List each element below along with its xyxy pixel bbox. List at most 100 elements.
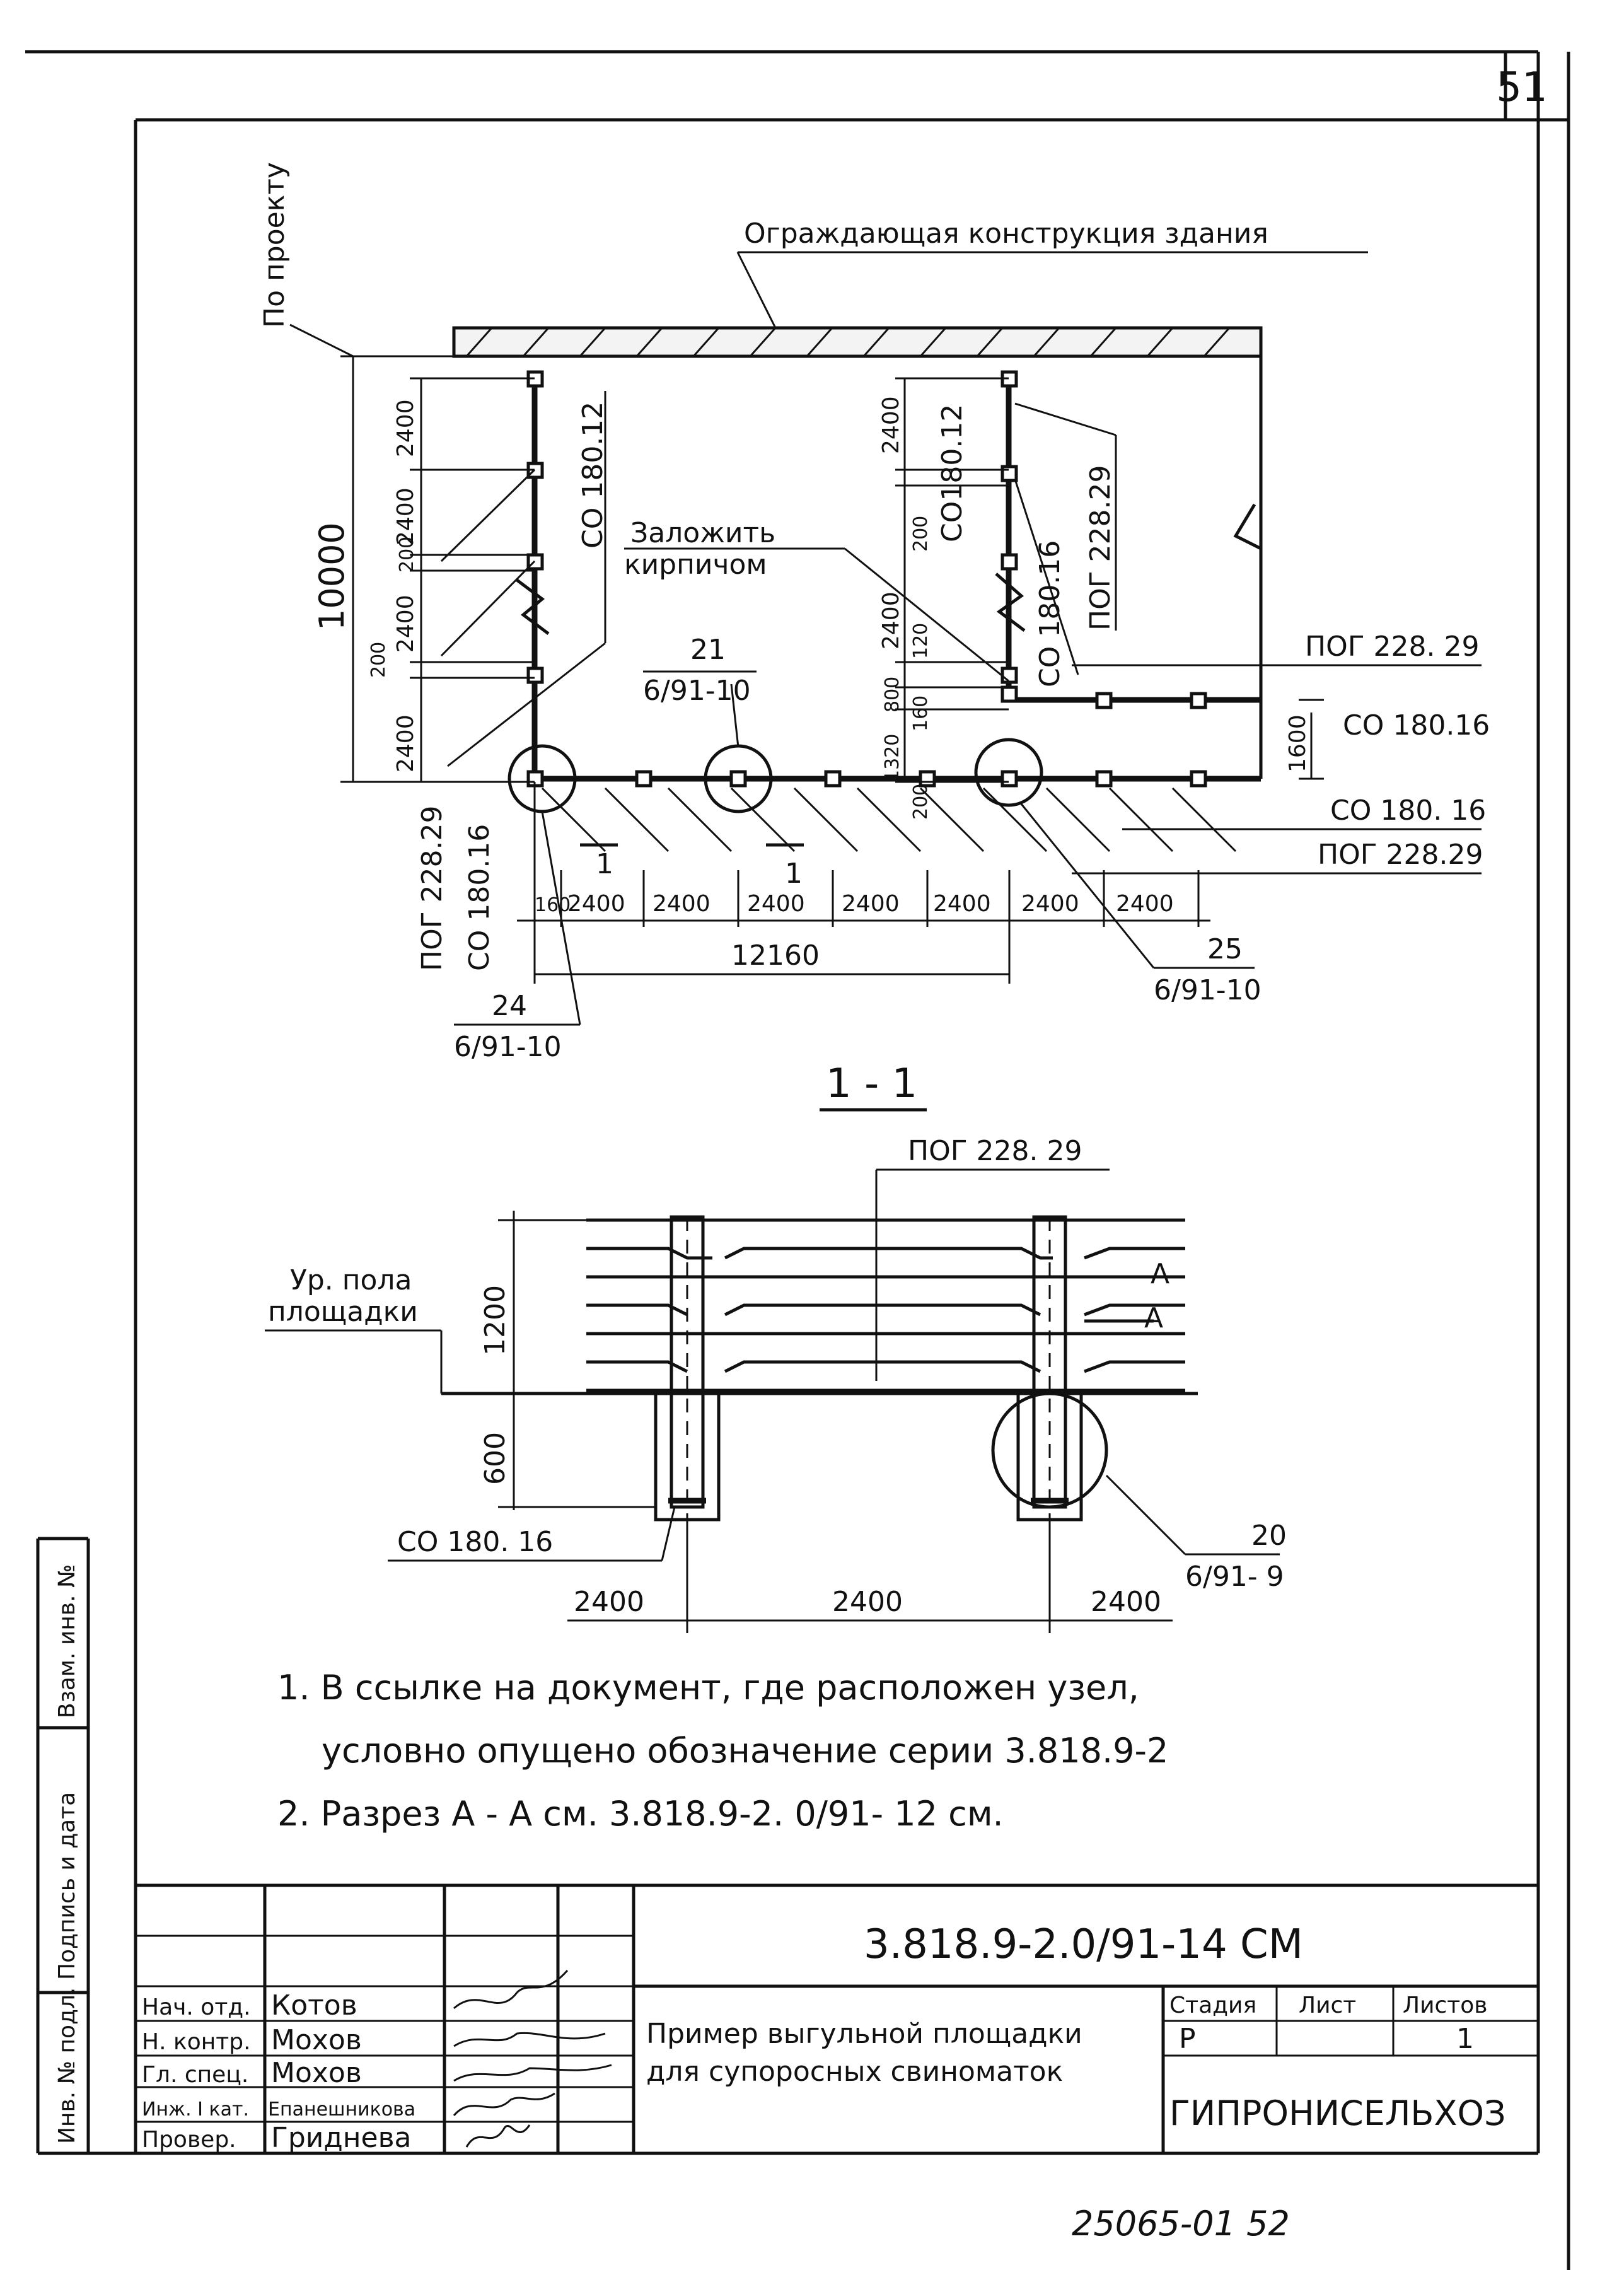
- name-norm-control: Мохов: [271, 2024, 362, 2056]
- by-project-label: По проекту: [258, 162, 291, 328]
- node-24-sheet: 6/91-10: [454, 1031, 562, 1063]
- node-21-number: 21: [690, 634, 726, 666]
- cut-mark-right: 1: [785, 858, 803, 890]
- left-dim: 2400: [393, 714, 419, 772]
- stamp-replaces-inv: Взам. инв. №: [54, 1564, 80, 1718]
- left-dim: 2400: [393, 595, 419, 653]
- right-dim: 2400: [878, 396, 904, 454]
- role-chief-spec: Гл. спец.: [142, 2062, 248, 2088]
- section-1-1: 1 - 1 ПОГ 228. 29: [265, 1061, 1287, 1633]
- label-pog22829-r2: ПОГ 228.29: [1318, 839, 1483, 871]
- title-block: 3.818.9-2.0/91-14 СМ Нач. отд. Н. контр.…: [136, 1883, 1538, 2154]
- enclosure-label: Ограждающая конструкция здания: [744, 218, 1268, 250]
- overall-height: 10000: [312, 522, 352, 631]
- sheets-header: Листов: [1403, 1993, 1487, 2018]
- plan-view: Ограждающая конструкция здания По проект…: [258, 162, 1490, 1063]
- fence-rails: [586, 1218, 1185, 1392]
- section-co-label: СО 180. 16: [397, 1526, 553, 1558]
- cut-aa-upper: А: [1151, 1258, 1169, 1290]
- stage-value: Р: [1179, 2023, 1196, 2055]
- bottom-dim: 2400: [567, 891, 625, 917]
- section-height-600: 600: [479, 1432, 511, 1485]
- role-engineer: Инж. I кат.: [142, 2098, 249, 2121]
- stage-header: Стадия: [1169, 1993, 1256, 2018]
- section-pog-label: ПОГ 228. 29: [908, 1135, 1082, 1167]
- right-dim: 160: [910, 695, 932, 731]
- node-21-sheet: 6/91-10: [643, 675, 751, 707]
- drawing-title-1: Пример выгульной площадки: [646, 2018, 1082, 2050]
- node-20-number: 20: [1251, 1520, 1287, 1552]
- document-code: 3.818.9-2.0/91-14 СМ: [864, 1921, 1303, 1968]
- bottom-dim: 2400: [1116, 891, 1174, 917]
- left-dim: 200: [368, 642, 390, 678]
- stamp-inv-original: Инв. № подл.: [54, 1987, 80, 2144]
- section-bottom-dim: 2400: [1091, 1586, 1161, 1618]
- post-nodes: [526, 370, 1207, 788]
- left-dim: 200: [396, 537, 418, 573]
- node-25-number: 25: [1207, 933, 1243, 965]
- section-bottom-dim: 2400: [832, 1586, 903, 1618]
- label-pog22829-r1: ПОГ 228. 29: [1305, 631, 1479, 663]
- sheet-frame: [25, 50, 1570, 2270]
- section-bottom-dim: 2400: [574, 1586, 644, 1618]
- name-chief-spec: Мохов: [271, 2057, 362, 2089]
- name-engineer: Епанешникова: [268, 2098, 415, 2121]
- sheets-value: 1: [1456, 2023, 1474, 2055]
- label-co18012-left: СО 180.12: [577, 402, 609, 549]
- right-dim: 800: [881, 677, 903, 713]
- ground-hatching: [541, 787, 1237, 853]
- label-pog22829-lv: ПОГ 228.29: [416, 806, 448, 972]
- role-head-dept: Нач. отд.: [142, 1994, 251, 2020]
- total-bottom-dim: 12160: [731, 940, 820, 972]
- signatures: [453, 1970, 612, 2148]
- stamp-signature-date: Подпись и дата: [54, 1792, 80, 1980]
- label-co18016-mid: СО 180.16: [1034, 540, 1066, 687]
- note-1-cont: условно опущено обозначение серии 3.818.…: [322, 1731, 1168, 1771]
- bottom-dim: 2400: [652, 891, 710, 917]
- name-head-dept: Котов: [271, 1989, 357, 2022]
- bottom-dim: 160: [535, 894, 571, 916]
- section-title: 1 - 1: [826, 1061, 917, 1107]
- note-1: 1. В ссылке на документ, где расположен …: [277, 1668, 1139, 1708]
- role-checked: Провер.: [142, 2127, 236, 2153]
- right-dim: 200: [910, 784, 932, 820]
- name-checked: Гриднева: [271, 2122, 412, 2154]
- node-24-number: 24: [492, 990, 527, 1022]
- node-25-sheet: 6/91-10: [1154, 974, 1262, 1006]
- left-dim: 2400: [393, 399, 419, 457]
- side-stamp: Инв. № подл. Подпись и дата Взам. инв. №: [36, 1537, 88, 2155]
- label-co18016-r2: СО 180. 16: [1330, 794, 1486, 827]
- cut-aa-lower: А: [1144, 1302, 1163, 1334]
- organization-name: ГИПРОНИСЕЛЬХОЗ: [1169, 2093, 1506, 2133]
- bottom-dim: 2400: [933, 891, 991, 917]
- right-dim: 120: [910, 623, 932, 659]
- node-25-circle: [974, 738, 1043, 807]
- bottom-dim: 2400: [1021, 891, 1079, 917]
- label-co18016-lv: СО 180.16: [463, 824, 496, 971]
- cut-mark-left: 1: [596, 848, 613, 880]
- enclosing-wall: [452, 326, 1263, 358]
- label-pog22829-mid: ПОГ 228.29: [1084, 465, 1116, 631]
- bottom-dim: 2400: [842, 891, 900, 917]
- wall-hatching: [465, 327, 1231, 357]
- label-co18012-right: СО180.12: [936, 404, 968, 542]
- page-number: 51: [1496, 64, 1547, 111]
- drawing-title-2: для супоросных свиноматок: [646, 2056, 1063, 2088]
- left-dim: 2400: [393, 487, 419, 545]
- right-side-dim: 1600: [1285, 714, 1311, 772]
- floor-label-2: площадки: [268, 1296, 418, 1328]
- role-norm-control: Н. контр.: [142, 2029, 251, 2055]
- notes: 1. В ссылке на документ, где расположен …: [277, 1668, 1168, 1834]
- right-dim: 1320: [881, 734, 903, 782]
- note-2: 2. Разрез А - А см. 3.818.9-2. 0/91- 12 …: [277, 1794, 1004, 1834]
- brick-fill-label-2: кирпичом: [624, 549, 767, 581]
- footer-note: 25065-01 52: [1072, 2204, 1290, 2243]
- right-dim: 200: [910, 516, 932, 552]
- label-co18016-r1: СО 180.16: [1343, 709, 1490, 742]
- bottom-dim: 2400: [747, 891, 805, 917]
- node-20-sheet: 6/91- 9: [1185, 1561, 1284, 1593]
- floor-label-1: Ур. пола: [290, 1264, 412, 1296]
- right-dim: 2400: [878, 591, 904, 649]
- section-height-1200: 1200: [479, 1285, 511, 1356]
